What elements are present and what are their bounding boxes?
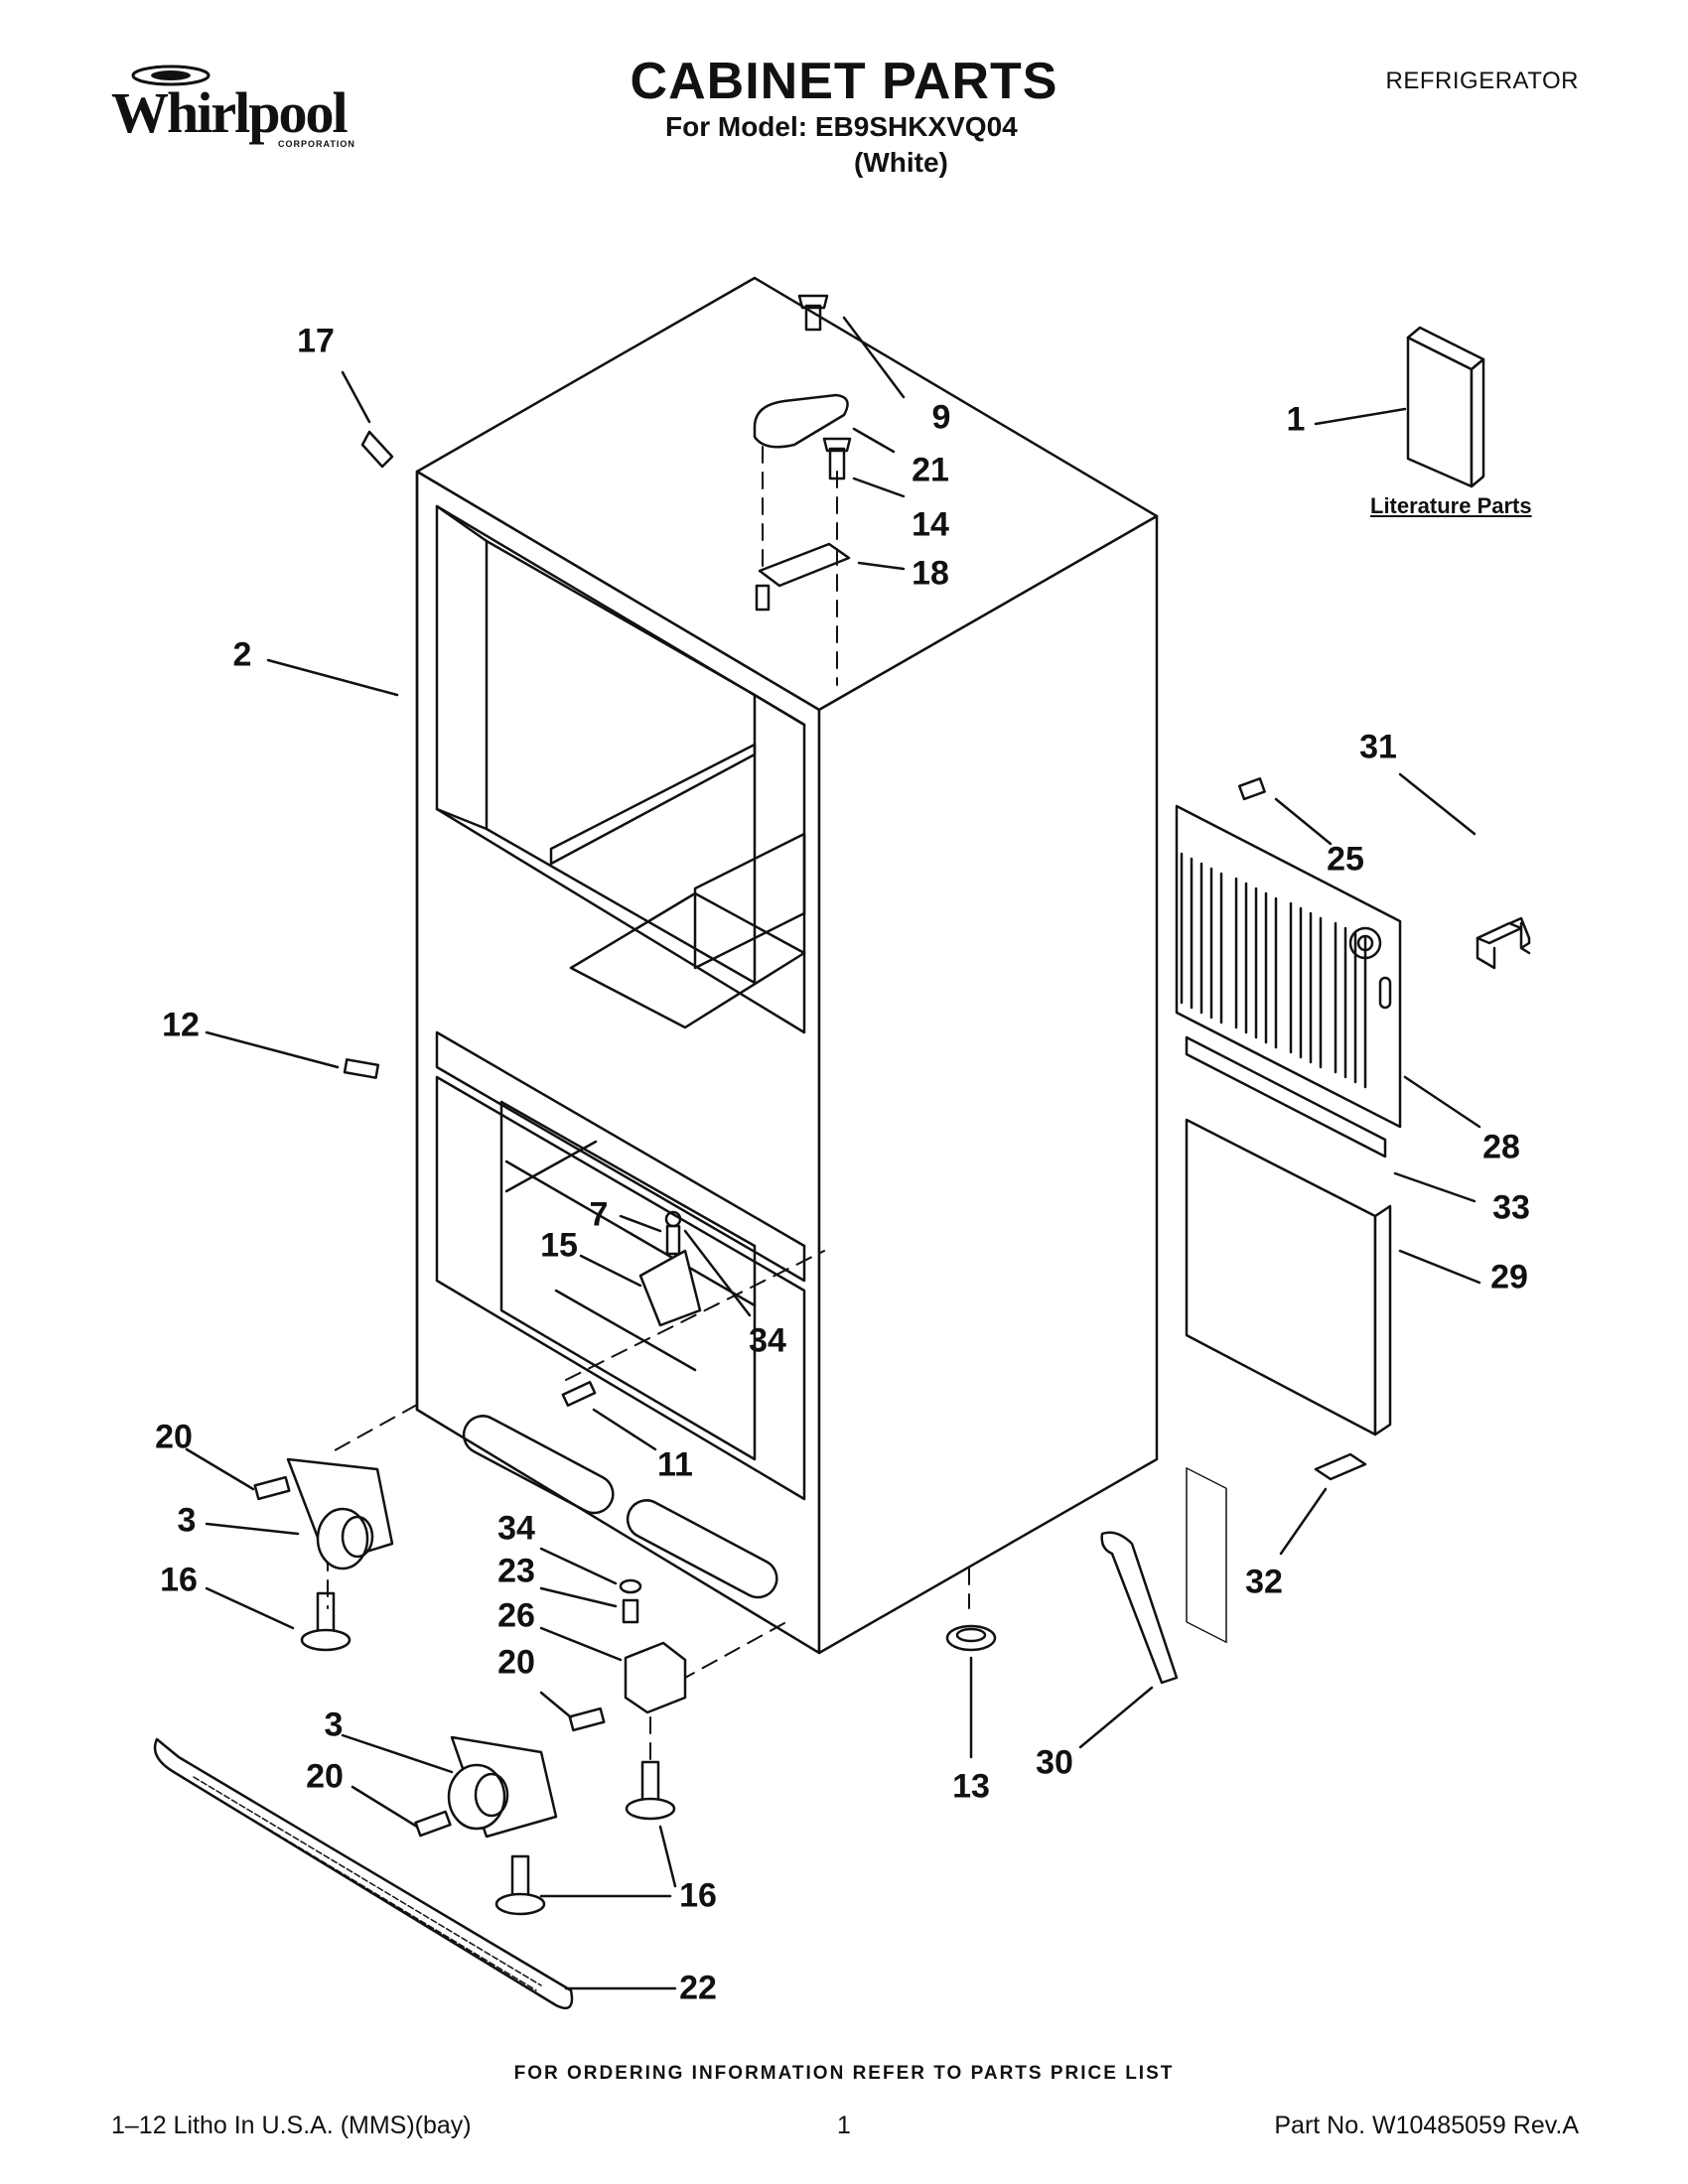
page-number: 1 [837, 2112, 851, 2139]
side-screw [343, 1058, 380, 1079]
assembly-lines [327, 446, 970, 1768]
top-hinge-assembly [753, 294, 852, 612]
callout-9: 9 [931, 398, 951, 437]
callout-3: 3 [177, 1501, 197, 1540]
rear-access-panel [1175, 804, 1402, 1644]
leveling-leg-center [625, 1760, 676, 1821]
front-roller-left [253, 1457, 394, 1570]
callout-16: 16 [160, 1561, 198, 1599]
logo-swirl-icon [131, 65, 211, 86]
base-grille [153, 1737, 574, 2010]
logo-subtext: CORPORATION [278, 139, 355, 149]
lower-hinge-bracket [638, 1210, 702, 1327]
literature-parts-label: Literature Parts [1370, 493, 1532, 518]
callout-1: 1 [1286, 400, 1306, 439]
drain-plug [945, 1624, 997, 1652]
leveling-leg-lower [494, 1854, 546, 1916]
callout-21: 21 [912, 451, 949, 489]
panel-screw [1237, 777, 1266, 801]
callout-34: 34 [749, 1321, 786, 1360]
product-category: REFRIGERATOR [1385, 68, 1579, 94]
callout-34b: 34 [497, 1509, 535, 1548]
center-bracket [568, 1578, 687, 1732]
whirlpool-logo: Whirlpool CORPORATION [111, 62, 379, 161]
callout-20c: 20 [306, 1757, 344, 1796]
callout-15: 15 [540, 1226, 578, 1265]
cabinet-shell [415, 276, 1159, 1655]
callout-13: 13 [952, 1767, 990, 1806]
callout-31: 31 [1359, 728, 1397, 766]
ordering-info: FOR ORDERING INFORMATION REFER TO PARTS … [513, 2063, 1175, 2084]
logo-wordmark: Whirlpool [111, 80, 349, 145]
callout-33: 33 [1492, 1188, 1530, 1227]
callout-20: 20 [155, 1418, 193, 1456]
front-roller-right [414, 1735, 558, 1839]
color-line: (White) [854, 147, 948, 178]
callout-23: 23 [497, 1552, 535, 1590]
callout-25: 25 [1327, 840, 1364, 879]
leveling-wrench [1100, 1531, 1179, 1685]
kick-panel [1185, 1118, 1392, 1436]
model-line: For Model: EB9SHKXVQ04 [665, 111, 1018, 142]
callout-26: 26 [497, 1596, 535, 1635]
callout-16b: 16 [679, 1876, 717, 1915]
callout-22: 22 [679, 1969, 717, 2007]
callout-7: 7 [589, 1195, 609, 1234]
mullion-screw [561, 1380, 597, 1408]
callout-2: 2 [232, 635, 252, 674]
page-title: CABINET PARTS [630, 53, 1058, 110]
hose-clip-part [360, 430, 394, 469]
callout-32: 32 [1245, 1563, 1283, 1601]
callout-20b: 20 [497, 1643, 535, 1682]
channel-clip [1476, 916, 1531, 970]
callout-28: 28 [1482, 1128, 1520, 1166]
callout-11: 11 [657, 1445, 693, 1484]
part-number: Part No. W10485059 Rev.A [1274, 2112, 1579, 2139]
callout-18: 18 [912, 554, 949, 593]
small-clip [1314, 1452, 1367, 1481]
litho-info: 1–12 Litho In U.S.A. (MMS)(bay) [111, 2112, 472, 2139]
callout-12: 12 [162, 1006, 200, 1044]
callout-14: 14 [912, 505, 949, 544]
grille-strip [1185, 1035, 1387, 1159]
callout-17: 17 [297, 322, 335, 360]
callout-29: 29 [1490, 1258, 1528, 1297]
callout-3b: 3 [324, 1706, 344, 1744]
leveling-leg-left [300, 1591, 352, 1652]
callout-30: 30 [1036, 1743, 1073, 1782]
leader-arrows [185, 316, 1481, 1990]
literature-booklet [1406, 326, 1485, 488]
